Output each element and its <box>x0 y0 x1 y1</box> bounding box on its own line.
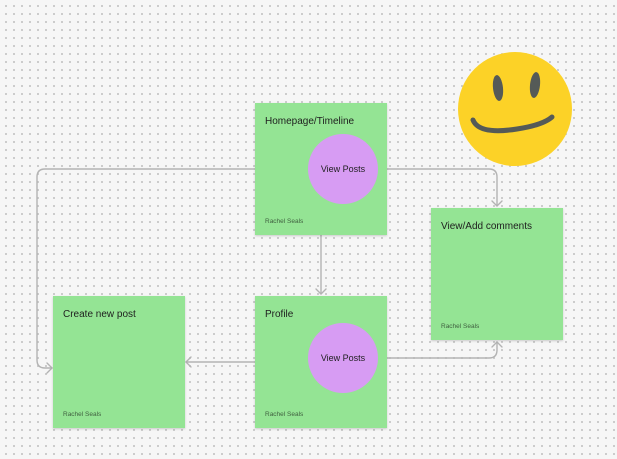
connector-homepage-to-comments[interactable] <box>386 168 498 207</box>
note-title: Profile <box>265 309 294 320</box>
arrowhead-comments-bottom <box>491 341 503 348</box>
note-author: Rachel Seals <box>265 218 304 225</box>
note-title: Homepage/Timeline <box>265 116 355 127</box>
arrowhead-comments-top <box>491 200 503 207</box>
note-author: Rachel Seals <box>63 411 102 418</box>
view-posts-sticker-profile[interactable]: View Posts <box>308 323 378 393</box>
note-title: Create new post <box>63 309 136 320</box>
smiley-face-icon[interactable] <box>457 51 573 167</box>
arrowhead-profile-top <box>315 288 327 295</box>
sticky-note-view-add-comments[interactable]: View/Add comments Rachel Seals <box>431 208 563 340</box>
arrowhead-create-left <box>46 362 53 374</box>
sticky-note-create-new-post[interactable]: Create new post Rachel Seals <box>53 296 185 428</box>
note-author: Rachel Seals <box>265 411 304 418</box>
view-posts-sticker-homepage[interactable]: View Posts <box>308 134 378 204</box>
arrowhead-create-right <box>185 356 192 368</box>
connector-profile-to-comments[interactable] <box>386 341 498 359</box>
note-title: View/Add comments <box>441 221 532 232</box>
sticker-label: View Posts <box>320 164 366 174</box>
connector-homepage-to-create[interactable] <box>36 168 256 369</box>
sticker-label: View Posts <box>320 353 366 363</box>
note-author: Rachel Seals <box>441 323 480 330</box>
